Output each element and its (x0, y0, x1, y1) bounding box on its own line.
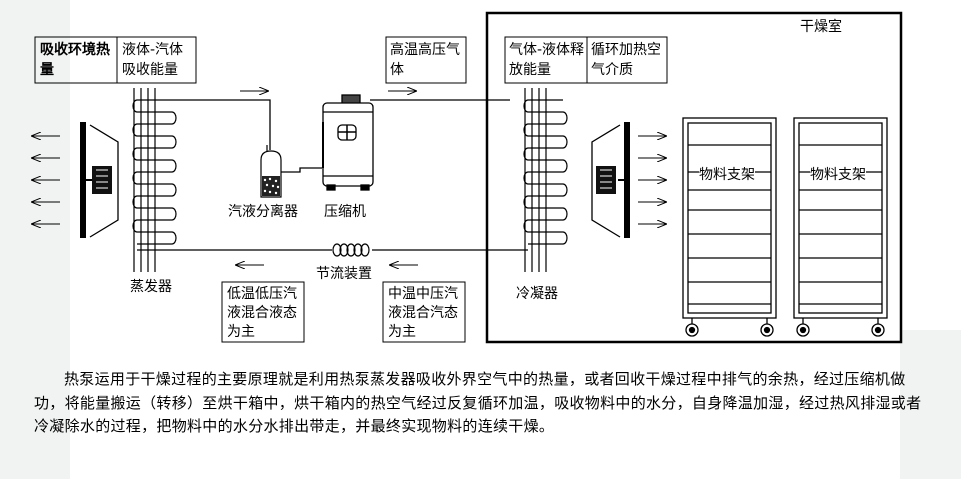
high-temp-box (385, 36, 467, 84)
release-box (504, 36, 668, 84)
drying-room-frame (485, 11, 903, 344)
evaporator-label: 蒸发器 (130, 279, 172, 295)
material-rack-1 (682, 117, 777, 337)
condenser-fan-icon (591, 122, 630, 238)
low-temp-box (221, 281, 305, 343)
drying-room-label: 干燥室 (800, 19, 842, 35)
mid-temp-mix-label: 中温中压汽液混合汽态为主 (388, 286, 458, 340)
absorb-env-heat-label: 吸收环境热量 (40, 42, 110, 78)
material-rack-2 (793, 117, 888, 337)
background-watermark (900, 330, 961, 479)
high-temp-pressure-label: 高温高压气体 (390, 42, 460, 78)
throttle-label: 节流装置 (316, 266, 372, 282)
rack-label-2: 物料支架 (810, 166, 866, 184)
circulating-medium-label: 循环加热空气介质 (591, 42, 661, 78)
hot-air-arrows (638, 136, 666, 224)
separator-label: 汽液分离器 (228, 204, 298, 220)
gas-liquid-release-label: 气体-液体释放能量 (509, 42, 585, 78)
refrigerant-pipes (137, 99, 528, 251)
throttle-device (332, 243, 370, 257)
low-temp-mix-label: 低温低压汽液混合液态为主 (227, 286, 297, 340)
liquid-gas-absorb-label: 液体-汽体吸收能量 (122, 42, 184, 78)
absorb-heat-box (34, 36, 197, 84)
flow-arrows (236, 91, 418, 265)
condenser-coil (523, 88, 568, 272)
exhaust-air-arrows (32, 136, 60, 224)
separator-icon (260, 145, 282, 198)
condenser-label: 冷凝器 (516, 286, 558, 302)
description-paragraph: 热泵运用于干燥过程的主要原理就是利用热泵蒸发器吸收外界空气中的热量，或者回收干燥… (34, 370, 922, 435)
rack-label-1: 物料支架 (699, 166, 755, 184)
compressor-label: 压缩机 (324, 204, 366, 220)
mid-temp-box (382, 281, 466, 343)
evaporator-coil (132, 88, 177, 272)
compressor-icon (322, 94, 374, 191)
evaporator-fan-icon (80, 122, 119, 238)
